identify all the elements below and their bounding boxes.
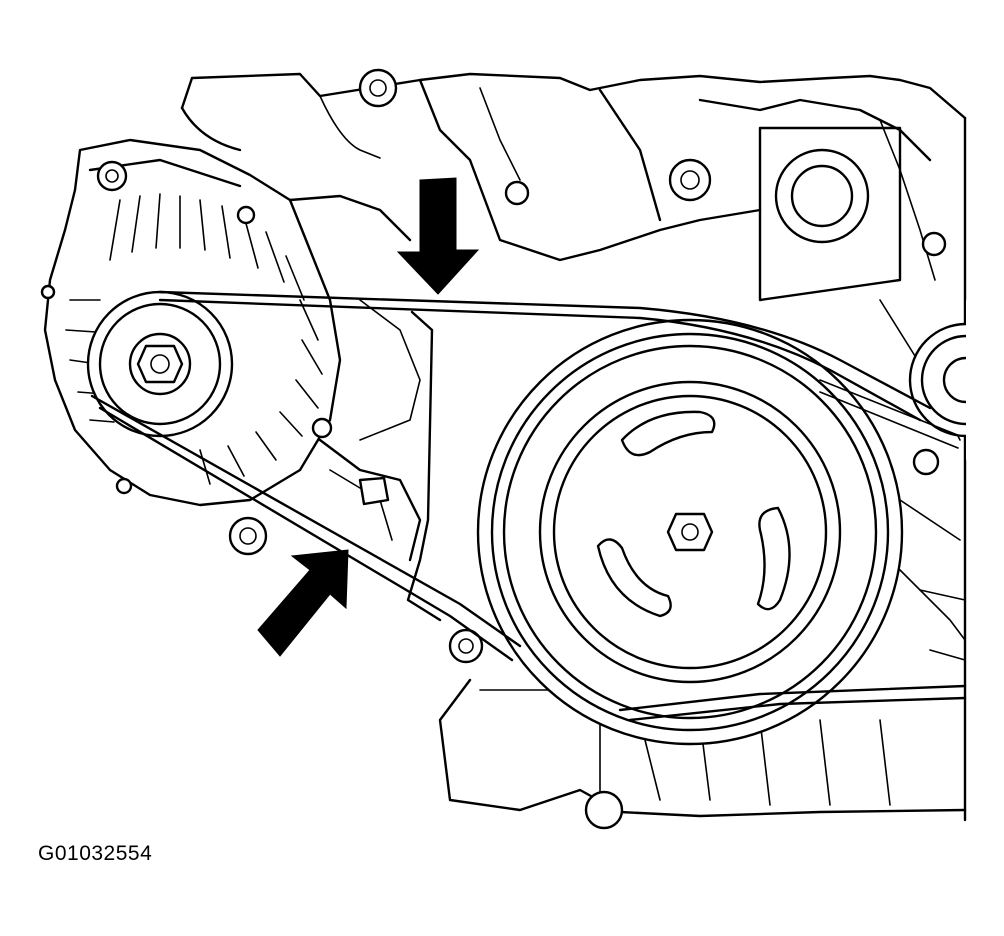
tensioner-pulley: [908, 300, 1004, 460]
arrow-down-icon: [396, 177, 480, 295]
drive-belt: [90, 290, 967, 722]
figure-code: G01032554: [38, 842, 153, 865]
bracket: [288, 194, 442, 622]
engine-block: [180, 68, 967, 822]
crankshaft-pulley: [476, 318, 904, 746]
alternator: [40, 138, 342, 556]
arrow-up-right-icon: [257, 549, 349, 657]
